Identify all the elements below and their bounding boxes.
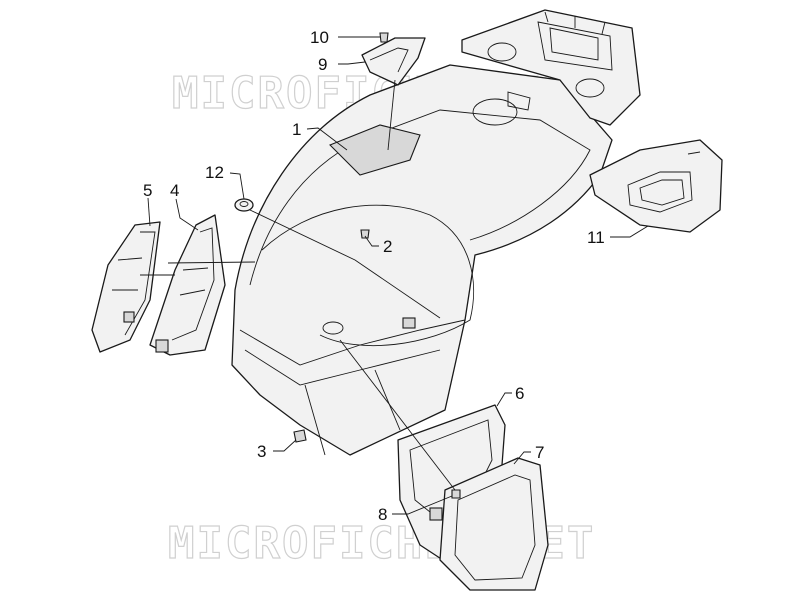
part-side-panel-4 [149,214,226,356]
part-clip-3 [293,429,307,443]
part-lower-cover-7 [429,457,549,591]
callout-11: 11 [587,228,605,247]
callout-8: 8 [378,505,387,524]
callout-6: 6 [515,384,524,403]
part-helmet-compartment [231,9,641,456]
part-grommet-12 [234,198,254,212]
part-clip-8 [451,489,461,499]
callout-12: 12 [205,163,224,182]
leader-lines [140,36,649,515]
callout-7: 7 [535,443,544,462]
callout-4: 4 [170,181,179,200]
part-mat-11 [589,139,723,233]
callout-9: 9 [318,55,327,74]
part-screw-2 [360,229,370,239]
callouts: 1 2 3 4 5 6 7 8 9 10 11 12 [143,28,605,524]
part-side-cover-5 [91,221,161,353]
part-lid-9 [361,37,426,86]
callout-1: 1 [292,120,301,139]
callout-10: 10 [310,28,329,47]
callout-3: 3 [257,442,266,461]
part-screw-10 [379,32,389,43]
callout-2: 2 [383,237,392,256]
callout-5: 5 [143,181,152,200]
